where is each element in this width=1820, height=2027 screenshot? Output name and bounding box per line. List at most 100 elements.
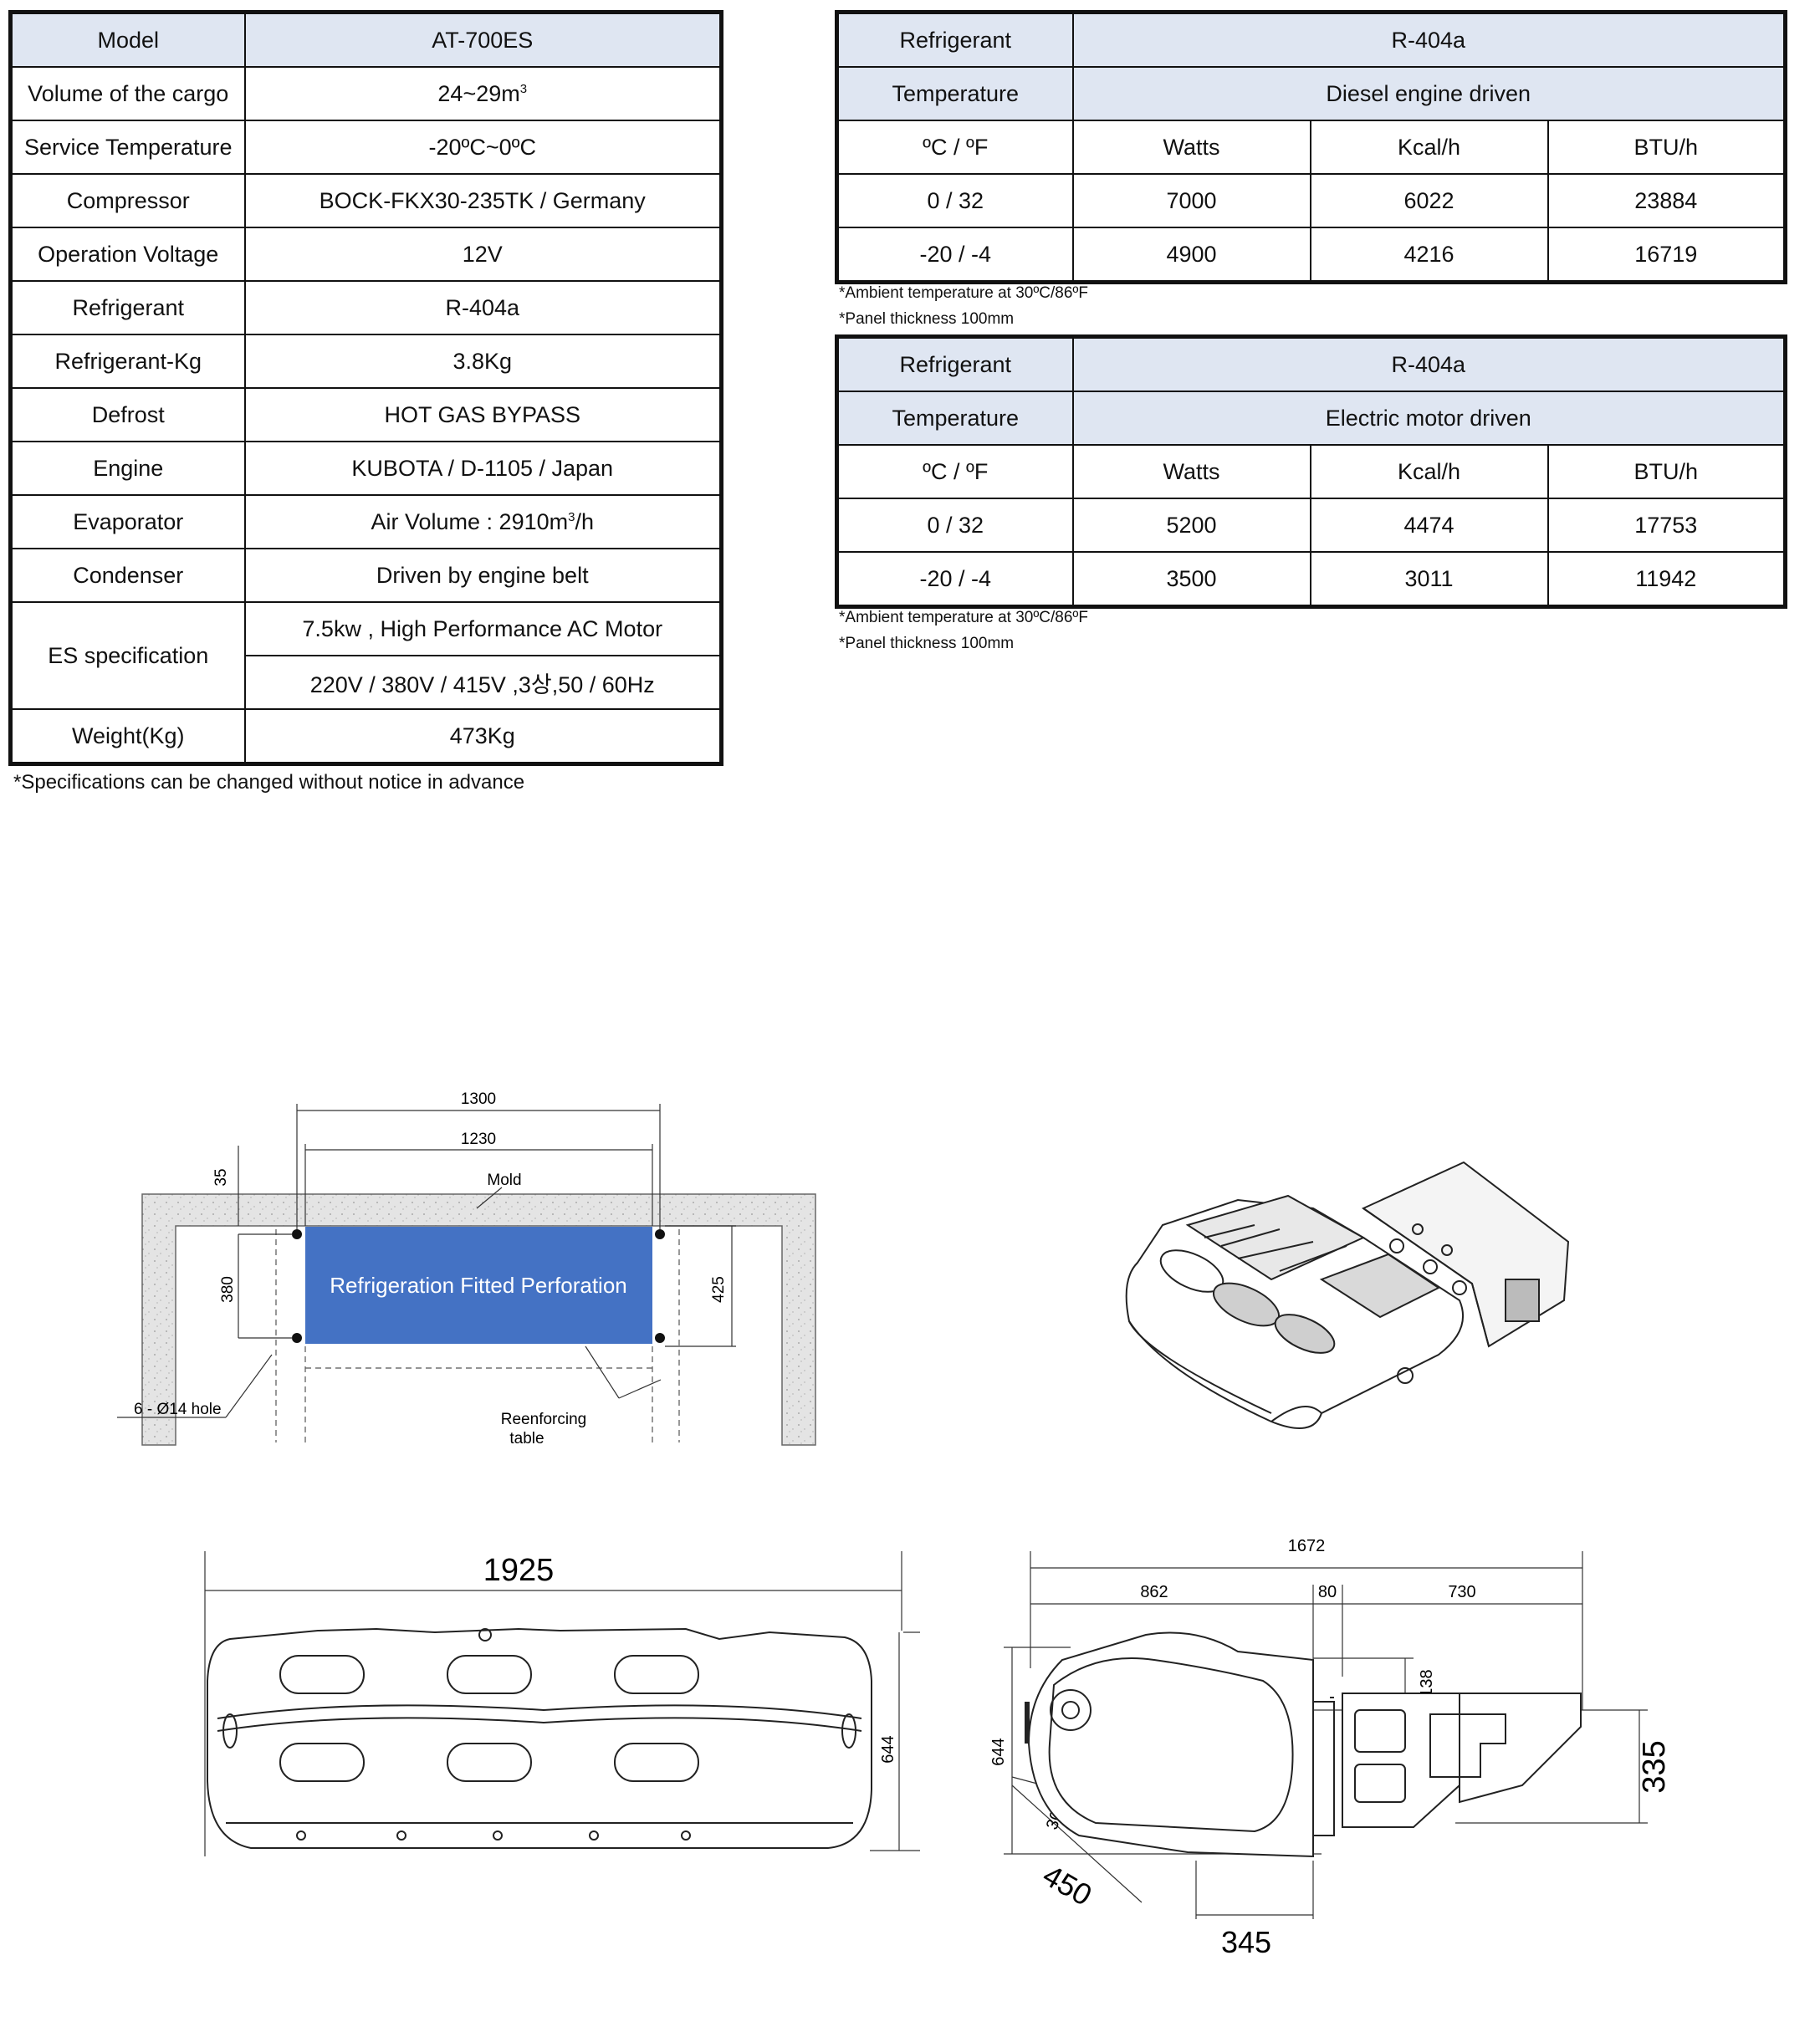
spec-label: Model [9, 11, 246, 68]
diesel-note-panel: *Panel thickness 100mm [839, 310, 1015, 328]
dim-380: 380 [219, 1276, 237, 1303]
table-cell: 23884 [1546, 173, 1787, 228]
reinforcing-outline [275, 1229, 680, 1442]
side-view-drawing: 1672 862 80 730 138 644 335 450 345 30° [989, 1537, 1672, 1959]
refrigerant-value: R-404a [1071, 335, 1787, 392]
spec-value-text: Air Volume : 2910m [371, 508, 569, 534]
es-spec-motor: 7.5kw , High Performance AC Motor [243, 601, 723, 656]
es-spec-label: ES specification [9, 601, 246, 710]
spec-label: Condenser [9, 548, 246, 603]
header-btu: BTU/h [1546, 120, 1787, 175]
dim-450: 450 [1037, 1857, 1098, 1912]
temperature-label: Temperature [836, 66, 1074, 121]
dim-345: 345 [1221, 1925, 1271, 1959]
temperature-label: Temperature [836, 391, 1074, 446]
mold-label: Mold [487, 1172, 521, 1189]
spec-label: Volume of the cargo [9, 66, 246, 121]
spec-label: Defrost [9, 387, 246, 442]
unit-front-body [207, 1627, 872, 1849]
weight-label: Weight(Kg) [9, 708, 246, 765]
spec-value: AT-700ES [243, 11, 723, 68]
header-watts: Watts [1071, 120, 1311, 175]
table-cell: 11942 [1546, 551, 1787, 608]
spec-footnote: *Specifications can be changed without n… [13, 771, 525, 794]
dim-138: 138 [1418, 1669, 1436, 1697]
dimension-lines [117, 1104, 736, 1418]
dim-1925: 1925 [483, 1553, 555, 1588]
front-view-drawing: 1925 644 [204, 1551, 920, 1856]
spec-value: Air Volume : 2910m3/h [243, 494, 723, 549]
spec-value: 24~29m3 [243, 66, 723, 121]
drive-mode: Electric motor driven [1071, 391, 1787, 446]
dim-644-front: 644 [879, 1735, 897, 1763]
table-cell: -20 / -4 [836, 227, 1074, 283]
dim-425: 425 [710, 1276, 728, 1303]
header-temp-unit: ºC / ºF [836, 444, 1074, 499]
table-cell: 17753 [1546, 498, 1787, 553]
header-btu: BTU/h [1546, 444, 1787, 499]
table-cell: 6022 [1309, 173, 1549, 228]
header-temp-unit: ºC / ºF [836, 120, 1074, 175]
unit-isometric-illustration [1125, 1161, 1570, 1429]
spec-value: R-404a [243, 280, 723, 335]
electric-note-panel: *Panel thickness 100mm [839, 635, 1015, 652]
table-cell: 5200 [1071, 498, 1311, 553]
spec-row: Weight(Kg)473Kg [9, 708, 723, 765]
mold-shape [141, 1193, 816, 1446]
table-cell: 4900 [1071, 227, 1311, 283]
spec-label: Compressor [9, 173, 246, 228]
spec-value: KUBOTA / D-1105 / Japan [243, 441, 723, 496]
dim-730: 730 [1448, 1583, 1475, 1601]
spec-value: 3.8Kg [243, 334, 723, 389]
unit-side-body [1025, 1631, 1582, 1858]
table-cell: 4216 [1309, 227, 1549, 283]
header-watts: Watts [1071, 444, 1311, 499]
spec-label: Refrigerant [9, 280, 246, 335]
electric-note-ambient: *Ambient temperature at 30ºC/86ºF [839, 609, 1088, 626]
spec-label: Evaporator [9, 494, 246, 549]
spec-value: -20ºC~0ºC [243, 120, 723, 175]
spec-value: Driven by engine belt [243, 548, 723, 603]
dim-1230: 1230 [461, 1131, 496, 1148]
weight-value: 473Kg [243, 708, 723, 765]
spec-value: HOT GAS BYPASS [243, 387, 723, 442]
table-cell: 3500 [1071, 551, 1311, 608]
drive-mode: Diesel engine driven [1071, 66, 1787, 121]
table-cell: 7000 [1071, 173, 1311, 228]
superscript: 3 [568, 509, 575, 524]
table-cell: 0 / 32 [836, 498, 1074, 553]
table-row: -20 / -4 3500 3011 11942 [836, 551, 1787, 608]
table-cell: 16719 [1546, 227, 1787, 283]
spec-label: Refrigerant-Kg [9, 334, 246, 389]
mount-hole [292, 1229, 302, 1239]
spec-value: BOCK-FKX30-235TK / Germany [243, 173, 723, 228]
table-row: 0 / 32 7000 6022 23884 [836, 173, 1787, 228]
refrigerant-label: Refrigerant [836, 335, 1074, 392]
dim-1672: 1672 [1288, 1537, 1326, 1555]
header-kcal: Kcal/h [1309, 120, 1549, 175]
electric-capacity-table: Refrigerant R-404a Temperature Electric … [835, 334, 1787, 609]
spec-row: Service Temperature-20ºC~0ºC [9, 120, 723, 175]
table-row: -20 / -4 4900 4216 16719 [836, 227, 1787, 283]
hole-label: 6 - Ø14 hole [134, 1401, 222, 1418]
refrigerant-value: R-404a [1071, 11, 1787, 68]
dim-1300: 1300 [461, 1090, 496, 1108]
spec-row: 220V / 380V / 415V ,3상,50 / 60Hz [11, 655, 723, 710]
dim-644-side: 644 [989, 1738, 1008, 1765]
perforation-label: Refrigeration Fitted Perforation [330, 1273, 627, 1298]
mounting-drawing: Refrigeration Fitted Perforation 1300 12… [117, 1090, 816, 1447]
es-spec-voltage: 220V / 380V / 415V ,3상,50 / 60Hz [243, 655, 723, 710]
mount-hole [292, 1333, 302, 1343]
table-cell: 3011 [1309, 551, 1549, 608]
reinforcing-label-1: Reenforcing [501, 1411, 586, 1428]
spec-label: Service Temperature [9, 120, 246, 175]
